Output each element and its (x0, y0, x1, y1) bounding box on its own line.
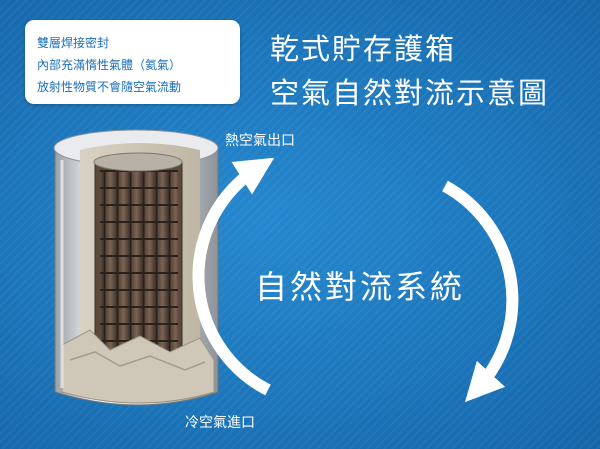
hot-air-outlet-label: 熱空氣出口 (225, 133, 295, 149)
info-line-double-weld: 雙層焊接密封 (37, 36, 110, 50)
arrow-upper-left (192, 157, 275, 396)
info-box: 雙層焊接密封 內部充滿惰性氣體（氦氣） 放射性物質不會隨空氣流動 (25, 20, 240, 104)
arrow-right (442, 180, 519, 403)
info-line-no-flow: 放射性物質不會隨空氣流動 (37, 80, 182, 94)
info-line-inert-gas: 內部充滿惰性氣體（氦氣） (37, 58, 182, 72)
title-line-2: 空氣自然對流示意圖 (270, 76, 550, 110)
storage-cask-illustration (53, 129, 219, 406)
title-line-1: 乾式貯存護箱 (270, 32, 457, 66)
convection-system-label: 自然對流系統 (255, 268, 466, 306)
convection-arrows (192, 157, 519, 403)
cold-air-inlet-label: 冷空氣進口 (185, 415, 255, 431)
